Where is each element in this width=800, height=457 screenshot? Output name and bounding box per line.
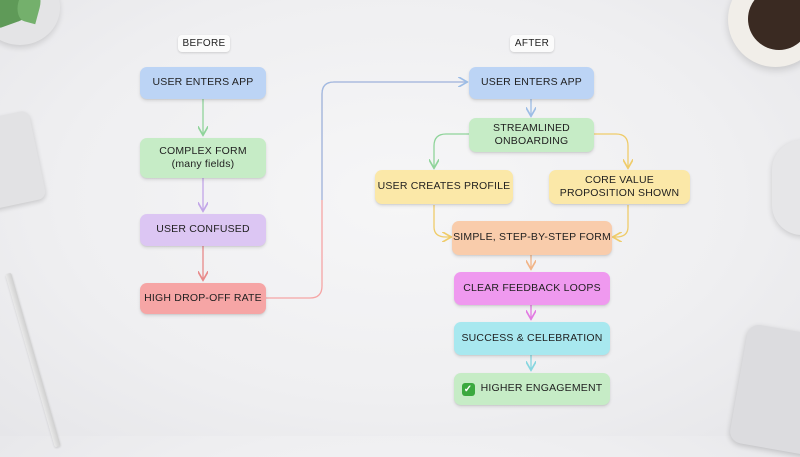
node-label: COMPLEX FORM xyxy=(159,144,247,157)
node-label: CLEAR FEEDBACK LOOPS xyxy=(463,281,601,294)
after-label: AFTER xyxy=(510,35,554,52)
flow-arrows xyxy=(0,0,800,436)
node-label: CORE VALUE xyxy=(585,173,654,186)
node-label: STREAMLINED xyxy=(493,121,570,134)
node-label: USER CREATES PROFILE xyxy=(377,180,511,193)
arrow-after-to-profile xyxy=(434,133,469,167)
before-label: BEFORE xyxy=(178,35,230,52)
user-creates-profile-node: USER CREATES PROFILE xyxy=(375,170,513,204)
node-sublabel: (many fields) xyxy=(171,158,235,170)
node-label: ONBOARDING xyxy=(494,135,569,147)
mouse-decoration xyxy=(772,140,800,235)
arrow-core-to-form xyxy=(614,205,629,237)
arrow-profile-to-form xyxy=(433,205,450,237)
node-label: HIGH DROP-OFF RATE xyxy=(144,291,262,304)
simple-step-by-step-form-node: SIMPLE, STEP-BY-STEP FORM xyxy=(452,221,612,255)
high-dropoff-rate-node: HIGH DROP-OFF RATE xyxy=(140,283,266,314)
after-user-enters-app-node: USER ENTERS APP xyxy=(469,67,594,99)
streamlined-onboarding-node: STREAMLINED ONBOARDING xyxy=(469,118,594,152)
core-value-proposition-node: CORE VALUE PROPOSITION SHOWN xyxy=(549,170,690,204)
check-mark-icon: ✓ xyxy=(461,382,475,396)
node-label: USER ENTERS APP xyxy=(152,76,254,89)
before-user-enters-app-node: USER ENTERS APP xyxy=(140,67,266,99)
complex-form-node: COMPLEX FORM (many fields) xyxy=(140,138,266,178)
node-label: SUCCESS & CELEBRATION xyxy=(461,331,603,344)
node-label: USER ENTERS APP xyxy=(480,76,583,89)
higher-engagement-node: ✓ HIGHER ENGAGEMENT xyxy=(454,373,610,405)
clear-feedback-loops-node: CLEAR FEEDBACK LOOPS xyxy=(454,272,610,305)
node-label: HIGHER ENGAGEMENT xyxy=(480,382,603,395)
node-label: PROPOSITION SHOWN xyxy=(559,187,680,199)
success-celebration-node: SUCCESS & CELEBRATION xyxy=(454,322,610,355)
node-label: USER CONFUSED xyxy=(156,223,250,236)
user-confused-node: USER CONFUSED xyxy=(140,214,266,246)
arrow-after-to-core xyxy=(594,133,628,167)
node-label: SIMPLE, STEP-BY-STEP FORM xyxy=(453,231,611,244)
